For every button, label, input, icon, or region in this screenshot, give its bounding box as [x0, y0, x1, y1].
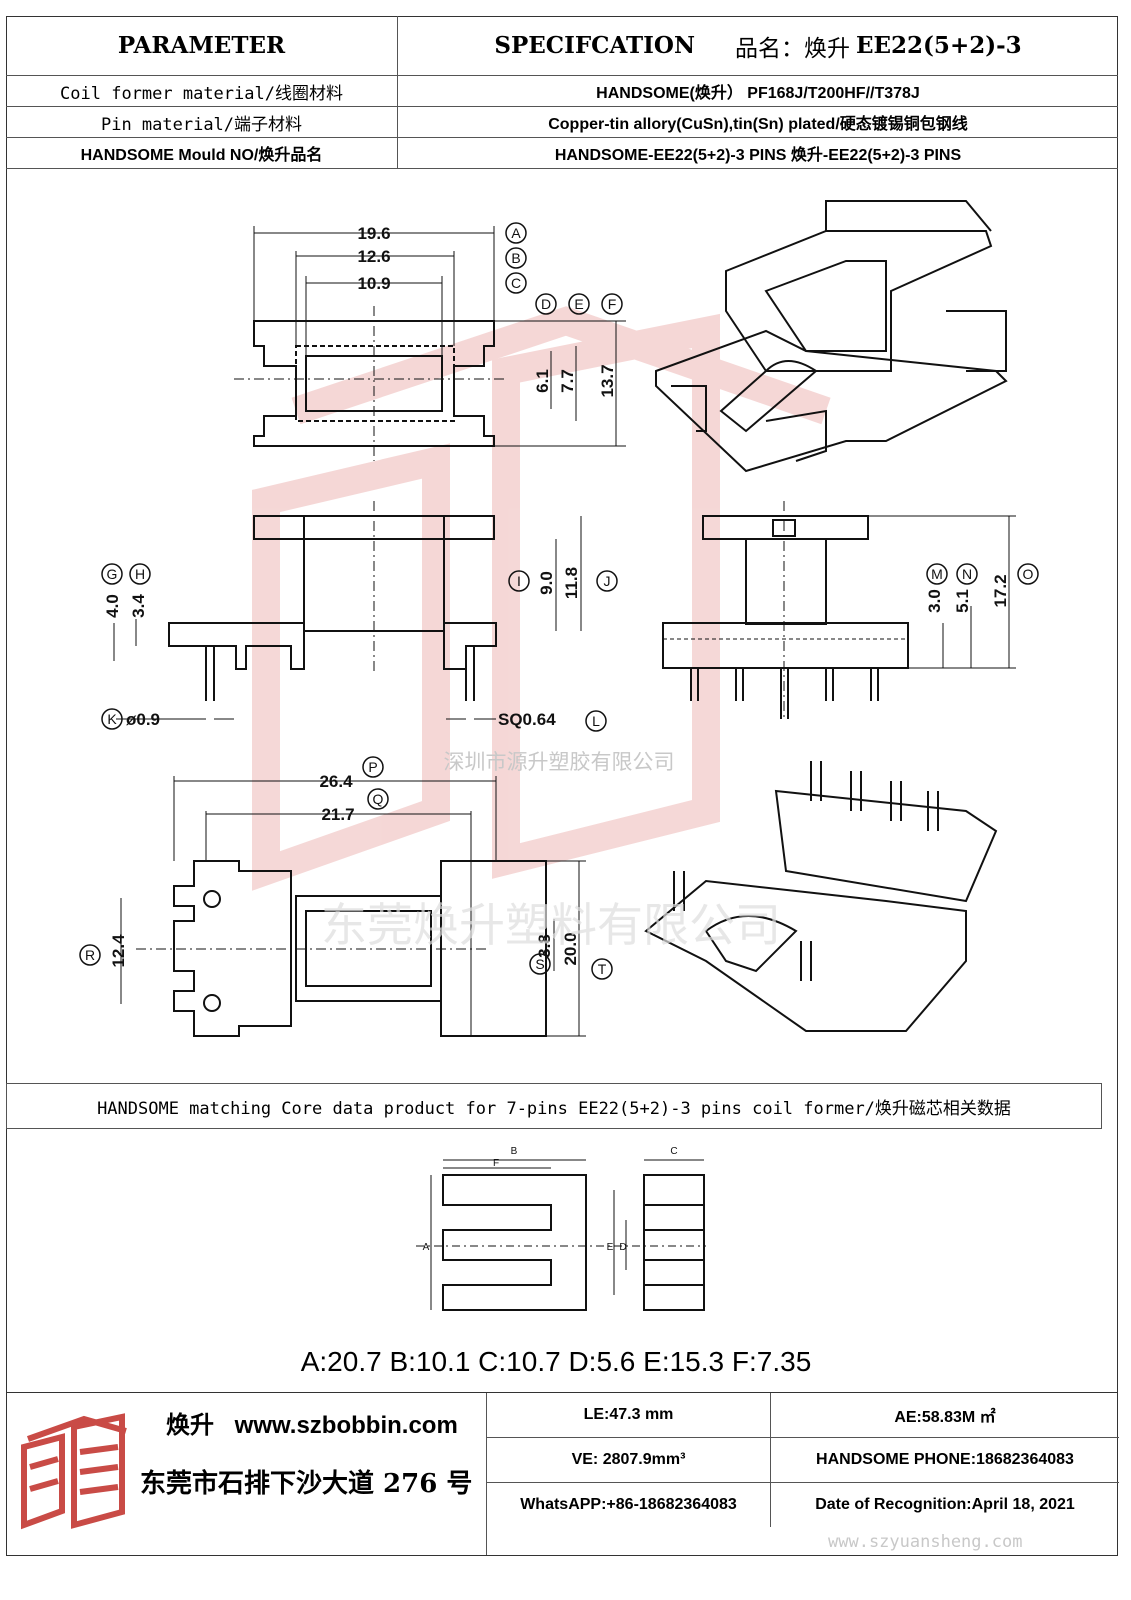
ref-letter: E — [574, 296, 583, 312]
ref-letter: O — [1023, 566, 1034, 582]
dim-bottom-4: 20.0 — [561, 932, 580, 965]
ref-letter: P — [368, 759, 377, 775]
dim-top-5: 13.7 — [598, 364, 617, 397]
core-letter: E — [607, 1242, 614, 1253]
spec-row-pin-material: Pin material/端子材料 Copper-tin allory(CuSn… — [6, 107, 1118, 138]
ref-letter: T — [598, 961, 607, 977]
core-letter: D — [619, 1242, 626, 1253]
end-view — [662, 501, 1016, 721]
core-drawing: A B C D E F — [6, 1130, 1118, 1392]
specification-heading: SPECIFCATION 品名：焕升 EE22(5+2)-3 — [398, 16, 1118, 75]
dim-bottom-0: 26.4 — [319, 772, 353, 791]
dim-bottom-1: 21.7 — [321, 805, 354, 824]
isometric-view-top — [655, 200, 1008, 473]
ref-letter: R — [85, 947, 95, 963]
spec-label: Coil former material/线圈材料 — [6, 76, 398, 106]
dim-top-4: 7.7 — [558, 369, 577, 393]
core-data-header: HANDSOME matching Core data product for … — [6, 1083, 1102, 1129]
company-logo — [14, 1407, 132, 1541]
whatsapp-cell: WhatsAPP:+86-18682364083 — [487, 1483, 771, 1527]
company-address: 东莞市石排下沙大道 276 号 — [140, 1469, 473, 1499]
dim-top-3: 6.1 — [533, 369, 552, 393]
dim-top-0: 19.6 — [357, 224, 390, 243]
core-letter: A — [423, 1242, 430, 1253]
phone-cell: HANDSOME PHONE:18682364083 — [771, 1438, 1119, 1483]
core-letters: A B C D E F — [423, 1146, 678, 1253]
spec-label: Pin material/端子材料 — [6, 107, 398, 137]
dim-side-1: 3.4 — [129, 594, 148, 618]
reference-letters: A B C D E F G H I J K L M N O P Q R S T — [79, 222, 1039, 980]
ref-letter: C — [511, 275, 521, 291]
ref-letter: D — [541, 296, 551, 312]
core-letter: C — [670, 1146, 677, 1157]
drawings-svg: 19.6 12.6 10.9 6.1 7.7 13.7 4.0 3.4 9.0 … — [79, 200, 1039, 1037]
dim-bottom-2: 12.4 — [109, 934, 128, 968]
ref-letter: L — [592, 713, 600, 729]
ref-letter: K — [107, 711, 117, 727]
le-cell: LE:47.3 mm — [487, 1393, 771, 1438]
core-side-shape — [643, 1174, 705, 1311]
dim-end-0: 3.0 — [925, 589, 944, 613]
spec-row-coil-material: Coil former material/线圈材料 HANDSOME(焕升） P… — [6, 76, 1118, 107]
product-name-label: 品名：焕升 — [734, 35, 850, 62]
footer-data-grid: LE:47.3 mm AE:58.83M ㎡ VE: 2807.9mm³ HAN… — [486, 1393, 1119, 1555]
spec-sheet — [6, 16, 1118, 1556]
logo-svg — [21, 1413, 127, 1530]
parameter-heading: PARAMETER — [6, 16, 398, 75]
bottom-view — [120, 776, 586, 1037]
core-letter: B — [511, 1146, 518, 1157]
header-row: PARAMETER SPECIFCATION 品名：焕升 EE22(5+2)-3 — [6, 16, 1118, 76]
technical-drawings: 19.6 12.6 10.9 6.1 7.7 13.7 4.0 3.4 9.0 … — [6, 171, 1118, 1083]
ve-cell: VE: 2807.9mm³ — [487, 1438, 771, 1483]
spec-value: Copper-tin allory(CuSn),tin(Sn) plated/硬… — [548, 116, 968, 133]
parameter-text: PARAMETER — [117, 32, 286, 59]
date-cell: Date of Recognition:April 18, 2021 — [815, 1496, 1075, 1513]
core-svg: A B C D E F — [416, 1146, 706, 1311]
footer: 焕升 www.szbobbin.com 东莞市石排下沙大道 276 号 LE:4… — [6, 1392, 1119, 1556]
brand-line: 焕升 www.szbobbin.com — [166, 1405, 458, 1440]
product-model: EE22(5+2)-3 — [855, 32, 1022, 59]
side-view — [113, 501, 582, 720]
top-view — [234, 226, 626, 461]
ref-letter: H — [135, 566, 145, 582]
watermark-company: 深圳市源升塑胶有限公司 — [444, 751, 675, 774]
spec-row-mould-no: HANDSOME Mould NO/焕升品名 HANDSOME-EE22(5+2… — [6, 138, 1118, 169]
core-e-shape — [442, 1174, 587, 1311]
ref-letter: A — [511, 225, 521, 241]
watermark-big: 东莞焕升塑料有限公司 — [321, 899, 781, 951]
ref-letter: S — [535, 956, 544, 972]
dim-end-2: 17.2 — [991, 574, 1010, 607]
dim-side-2: 9.0 — [537, 571, 556, 595]
specification-text: SPECIFCATION — [494, 32, 695, 59]
spec-value: HANDSOME-EE22(5+2)-3 PINS 焕升-EE22(5+2)-3… — [554, 147, 962, 164]
dim-end-1: 5.1 — [953, 589, 972, 613]
website-link[interactable]: www.szbobbin.com — [234, 1412, 458, 1439]
ref-letter: M — [931, 566, 943, 582]
core-dimensions: A:20.7 B:10.1 C:10.7 D:5.6 E:15.3 F:7.35 — [300, 1346, 812, 1377]
dim-top-1: 12.6 — [357, 247, 390, 266]
spec-label: HANDSOME Mould NO/焕升品名 — [6, 138, 398, 168]
core-letter: F — [493, 1158, 499, 1169]
ref-letter: G — [107, 566, 118, 582]
dim-side-0: 4.0 — [103, 594, 122, 618]
dim-side-4: ø0.9 — [126, 710, 160, 729]
ref-letter: F — [608, 296, 617, 312]
dim-bottom-3: 3.8 — [535, 934, 554, 958]
dim-side-3: 11.8 — [562, 567, 581, 599]
ref-letter: N — [962, 566, 972, 582]
ae-cell: AE:58.83M ㎡ — [771, 1393, 1119, 1438]
spec-value: HANDSOME(焕升） PF168J/T200HF//T378J — [596, 85, 920, 102]
ref-letter: B — [511, 250, 520, 266]
ref-letter: J — [604, 573, 611, 589]
ref-letter: Q — [373, 791, 384, 807]
dim-side-5: SQ0.64 — [498, 710, 556, 729]
dim-top-2: 10.9 — [357, 274, 390, 293]
ref-letter: I — [517, 573, 521, 589]
brand-name: 焕升 — [166, 1410, 214, 1439]
isometric-view-bottom — [644, 761, 998, 1032]
dimension-labels: 19.6 12.6 10.9 6.1 7.7 13.7 4.0 3.4 9.0 … — [103, 224, 1010, 968]
